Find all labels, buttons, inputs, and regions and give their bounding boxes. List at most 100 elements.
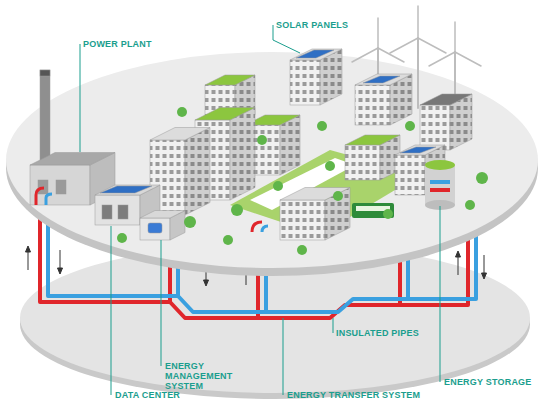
- buildings-part: [150, 128, 210, 141]
- callout-label: ENERGY TRANSFER SYSTEM: [287, 390, 427, 400]
- trees-part: [231, 204, 243, 216]
- wind-turbines-part: [352, 48, 378, 62]
- wind-turbines-part: [417, 6, 419, 38]
- buildings-part: [345, 145, 380, 180]
- trees-part: [257, 135, 267, 145]
- upper-platform-part: [6, 52, 538, 268]
- buildings-part: [95, 195, 140, 225]
- pipe-inlets-part: [36, 188, 44, 205]
- buildings-part: [290, 49, 342, 60]
- trees-part: [117, 233, 127, 243]
- flow-arrows-part: [482, 273, 487, 279]
- buildings-part: [140, 218, 170, 240]
- bus: [352, 203, 394, 218]
- buildings-part: [140, 211, 185, 219]
- energy-storage-part: [425, 160, 455, 170]
- buildings-part: [205, 75, 255, 85]
- leader-lines-part: [161, 240, 162, 366]
- flow-arrows-part: [484, 255, 485, 275]
- buildings-part: [290, 60, 320, 105]
- buildings-part: [395, 155, 425, 195]
- buildings-part: [420, 105, 450, 150]
- energy-storage-part: [425, 165, 455, 205]
- buildings: [30, 49, 472, 240]
- buildings-part: [400, 147, 436, 153]
- buildings-part: [100, 186, 152, 193]
- energy-storage-part: [430, 188, 450, 192]
- buildings-part: [56, 180, 66, 194]
- upper-platform: [6, 52, 538, 276]
- callout-label: POWER PLANT: [83, 39, 183, 49]
- buildings-part: [280, 200, 325, 240]
- buildings-part: [30, 153, 115, 166]
- buildings-part: [95, 185, 160, 195]
- buildings-part: [363, 76, 400, 83]
- leader-lines-part: [283, 318, 284, 395]
- buildings-part: [296, 50, 334, 58]
- trees-part: [333, 191, 343, 201]
- wind-turbines-part: [454, 22, 456, 52]
- callout-label: INSULATED PIPES: [336, 328, 446, 338]
- buildings-part: [40, 70, 50, 76]
- callout-label: ENERGY MANAGEMENT SYSTEM: [165, 361, 265, 391]
- trees-part: [325, 161, 335, 171]
- flow-arrows-part: [26, 246, 31, 252]
- trees-part: [297, 245, 307, 255]
- buildings-part: [395, 145, 445, 155]
- leader-lines: [80, 25, 440, 395]
- buildings-part: [148, 223, 162, 233]
- leader-lines-part: [440, 206, 441, 382]
- flow-arrows-part: [28, 250, 29, 270]
- callout-label: SOLAR PANELS: [276, 20, 376, 30]
- callout-label: DATA CENTER: [115, 390, 215, 400]
- buildings-part: [280, 188, 350, 201]
- wind-turbines-part: [378, 48, 404, 62]
- bus-part: [352, 203, 394, 218]
- trees-part: [383, 209, 393, 219]
- trees-part: [223, 235, 233, 245]
- pipe-inlets: [36, 188, 268, 232]
- buildings-part: [195, 108, 255, 121]
- buildings-part: [355, 85, 390, 125]
- wind-turbines-part: [418, 38, 446, 53]
- wind-turbines-part: [417, 38, 419, 108]
- buildings-part: [30, 165, 90, 205]
- buildings-part: [355, 74, 412, 85]
- buildings-part: [118, 205, 128, 219]
- wind-turbines-part: [377, 18, 379, 48]
- buildings-part: [40, 70, 50, 165]
- trees: [117, 107, 488, 255]
- wind-turbines-part: [455, 52, 481, 66]
- leader-lines-part: [80, 44, 81, 152]
- energy-storage-part: [430, 180, 450, 184]
- energy-storage: [425, 160, 455, 210]
- pipe-inlets-part: [262, 226, 268, 232]
- wind-turbines-part: [429, 52, 455, 66]
- buildings-part: [420, 94, 472, 105]
- wind-turbines-part: [390, 38, 418, 53]
- trees-part: [177, 107, 187, 117]
- trees-part: [273, 181, 283, 191]
- trees-part: [405, 121, 415, 131]
- buildings-part: [345, 135, 400, 145]
- pipe-inlets-part: [252, 222, 262, 232]
- flow-arrows-part: [58, 268, 63, 274]
- trees-part: [317, 121, 327, 131]
- callout-label: ENERGY STORAGE: [444, 377, 536, 387]
- trees-part: [184, 216, 196, 228]
- trees-part: [476, 172, 488, 184]
- leader-lines-part: [111, 226, 112, 395]
- trees-part: [465, 200, 475, 210]
- leader-lines-part: [333, 318, 334, 333]
- buildings-part: [280, 115, 300, 175]
- buildings-part: [230, 108, 255, 201]
- buildings-part: [102, 205, 112, 219]
- flow-arrows-part: [204, 280, 209, 286]
- buildings-part: [185, 128, 210, 216]
- flow-arrows-part: [458, 255, 459, 275]
- flow-arrows-part: [60, 250, 61, 270]
- pipe-inlets-part: [46, 194, 52, 205]
- flow-arrows-part: [456, 251, 461, 257]
